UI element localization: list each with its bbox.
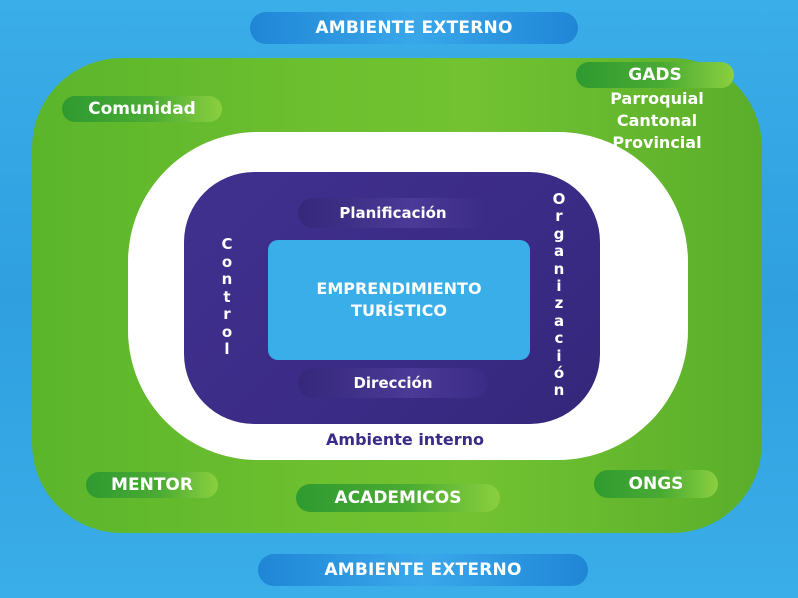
direccion-label: Dirección (298, 368, 488, 398)
planificacion-label: Planificación (298, 198, 488, 228)
external-environment-top-label: AMBIENTE EXTERNO (250, 12, 578, 44)
control-letter: r (223, 305, 231, 323)
organizacion-letter: r (555, 207, 563, 226)
external-environment-bottom-label: AMBIENTE EXTERNO (258, 554, 588, 586)
organizacion-letter: i (556, 277, 562, 296)
organizacion-letter: ó (553, 364, 565, 383)
core-title-line2: TURÍSTICO (351, 301, 447, 320)
control-letter: t (223, 287, 231, 306)
internal-environment-label: Ambiente interno (326, 430, 484, 449)
academicos-label: ACADEMICOS (296, 484, 500, 512)
control-letter: o (221, 252, 233, 271)
gads-level-provincial: Provincial (612, 133, 702, 152)
organizacion-letter: z (554, 294, 564, 313)
organizacion-letter: a (553, 311, 565, 330)
control-letter: C (221, 235, 233, 253)
gads-title-pill: GADS (576, 62, 734, 88)
organizacion-letter: c (554, 329, 564, 348)
control-letter: l (224, 340, 230, 358)
gads-level-cantonal: Cantonal (616, 111, 698, 130)
control-letter: n (221, 270, 233, 288)
organizacion-letter: a (553, 242, 565, 261)
mentor-label: MENTOR (86, 472, 218, 498)
core-title-line1: EMPRENDIMIENTO (316, 279, 482, 298)
organizacion-letter: i (556, 346, 562, 365)
tourism-venture-core: EMPRENDIMIENTO TURÍSTICO (268, 240, 530, 360)
organizacion-letter: n (553, 259, 565, 278)
control-letter: o (221, 322, 233, 341)
organizacion-letter: n (553, 381, 565, 400)
organizacion-letter: g (553, 224, 565, 243)
comunidad-label: Comunidad (62, 96, 222, 122)
gads-level-parroquial: Parroquial (610, 89, 704, 108)
organizacion-letter: O (552, 190, 566, 208)
ongs-label: ONGS (594, 470, 718, 498)
gads-levels-list: Parroquial Cantonal Provincial (582, 88, 732, 154)
